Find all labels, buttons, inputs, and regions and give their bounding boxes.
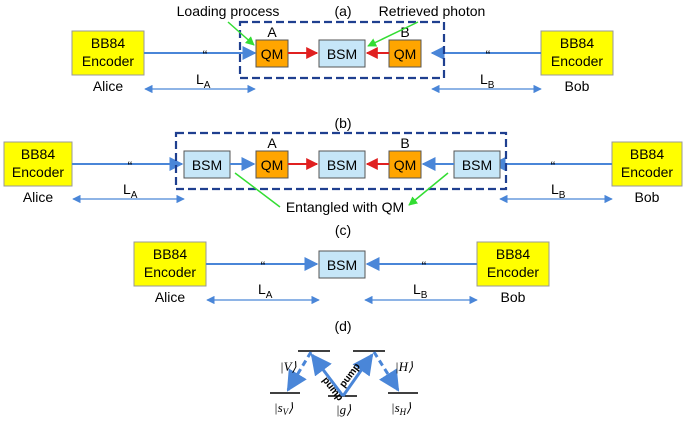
entangled-pointer-left xyxy=(234,172,281,208)
lb-label: LB xyxy=(551,181,566,201)
alice-label: Alice xyxy=(23,189,54,205)
qm-label: QM xyxy=(394,157,417,173)
bsm-label: BSM xyxy=(327,157,357,173)
state-v: |V⟩ xyxy=(280,359,297,374)
la-label: LA xyxy=(258,281,273,301)
bsm-label: BSM xyxy=(327,257,357,273)
bob-label: Bob xyxy=(565,78,590,94)
qm-label: QM xyxy=(261,46,284,62)
alice-label: Alice xyxy=(155,289,186,305)
state-sv: |sV⟩ xyxy=(274,400,293,417)
photon-symbol: “ xyxy=(128,158,133,174)
encoder-line1: BB84 xyxy=(496,246,530,262)
pump-arrow-h xyxy=(341,353,374,397)
qm-box-b xyxy=(388,150,422,179)
photon-symbol: “ xyxy=(261,258,266,274)
encoder-line1: BB84 xyxy=(630,146,664,162)
node-dashed-box xyxy=(174,131,508,191)
entangled-pointer-right xyxy=(408,172,449,206)
qm-b-tag: B xyxy=(400,135,409,151)
lb-label: LB xyxy=(413,281,428,301)
panel-c: (c) BB84 Encoder Alice BB84 Encoder Bob … xyxy=(133,222,550,305)
alice-label: Alice xyxy=(93,78,124,94)
encoder-line1: BB84 xyxy=(560,35,594,51)
state-g: |g⟩ xyxy=(336,402,351,417)
bsm-label: BSM xyxy=(462,157,492,173)
encoder-line2: Encoder xyxy=(144,264,196,280)
qm-label: QM xyxy=(394,46,417,62)
qm-box-a xyxy=(255,39,289,68)
photon-symbol: “ xyxy=(422,258,427,274)
panel-a-label: (a) xyxy=(334,3,351,19)
photon-symbol: “ xyxy=(486,47,491,63)
qm-a-tag: A xyxy=(267,135,277,151)
bsm-label: BSM xyxy=(327,46,357,62)
photon-symbol: “ xyxy=(551,158,556,174)
bsm-box xyxy=(318,250,366,279)
panel-d-label: (d) xyxy=(334,318,351,334)
encoder-line2: Encoder xyxy=(621,164,673,180)
loading-pointer xyxy=(227,21,255,46)
qm-box-b xyxy=(388,39,422,68)
lb-label: LB xyxy=(480,71,495,91)
retrieved-pointer xyxy=(367,21,419,47)
la-label: LA xyxy=(196,71,211,91)
bsm-label: BSM xyxy=(192,157,222,173)
state-h: |H⟩ xyxy=(395,359,413,374)
encoder-box-alice xyxy=(71,30,145,76)
panel-c-label: (c) xyxy=(335,222,351,238)
encoder-box-bob xyxy=(476,241,550,287)
panel-d: (d) pump pump |V⟩ |H⟩ |sV⟩ |g⟩ |sH⟩ xyxy=(270,318,418,417)
panel-a: (a) BB84 Encoder Alice BB84 Encoder Bob … xyxy=(71,3,614,94)
bsm-box-center xyxy=(318,150,366,179)
panel-b: (b) BB84 Encoder Alice BB84 Encoder Bob … xyxy=(3,115,683,215)
la-label: LA xyxy=(123,181,138,201)
qm-a-tag: A xyxy=(267,24,277,40)
encoder-line1: BB84 xyxy=(21,146,55,162)
panel-b-label: (b) xyxy=(334,115,351,131)
encoder-line2: Encoder xyxy=(12,164,64,180)
bsm-box-right xyxy=(453,150,501,179)
entangled-label: Entangled with QM xyxy=(286,199,404,215)
emission-arrow-v xyxy=(286,351,313,392)
bob-label: Bob xyxy=(635,189,660,205)
bsm-box xyxy=(318,39,366,68)
state-sh: |sH⟩ xyxy=(391,400,411,417)
encoder-line2: Encoder xyxy=(551,53,603,69)
encoder-line2: Encoder xyxy=(487,264,539,280)
encoder-line1: BB84 xyxy=(91,35,125,51)
qm-box-a xyxy=(255,150,289,179)
photon-symbol: “ xyxy=(203,47,208,63)
encoder-box-alice xyxy=(133,241,207,287)
retrieved-photon-label: Retrieved photon xyxy=(379,3,486,19)
emission-arrow-h xyxy=(372,351,400,392)
qm-label: QM xyxy=(261,157,284,173)
bob-label: Bob xyxy=(501,289,526,305)
pump-arrow-v xyxy=(310,353,345,397)
encoder-box-bob xyxy=(540,30,614,76)
loading-process-label: Loading process xyxy=(177,3,280,19)
node-dashed-box xyxy=(238,20,446,80)
encoder-line2: Encoder xyxy=(82,53,134,69)
qm-b-tag: B xyxy=(400,24,409,40)
encoder-line1: BB84 xyxy=(153,246,187,262)
